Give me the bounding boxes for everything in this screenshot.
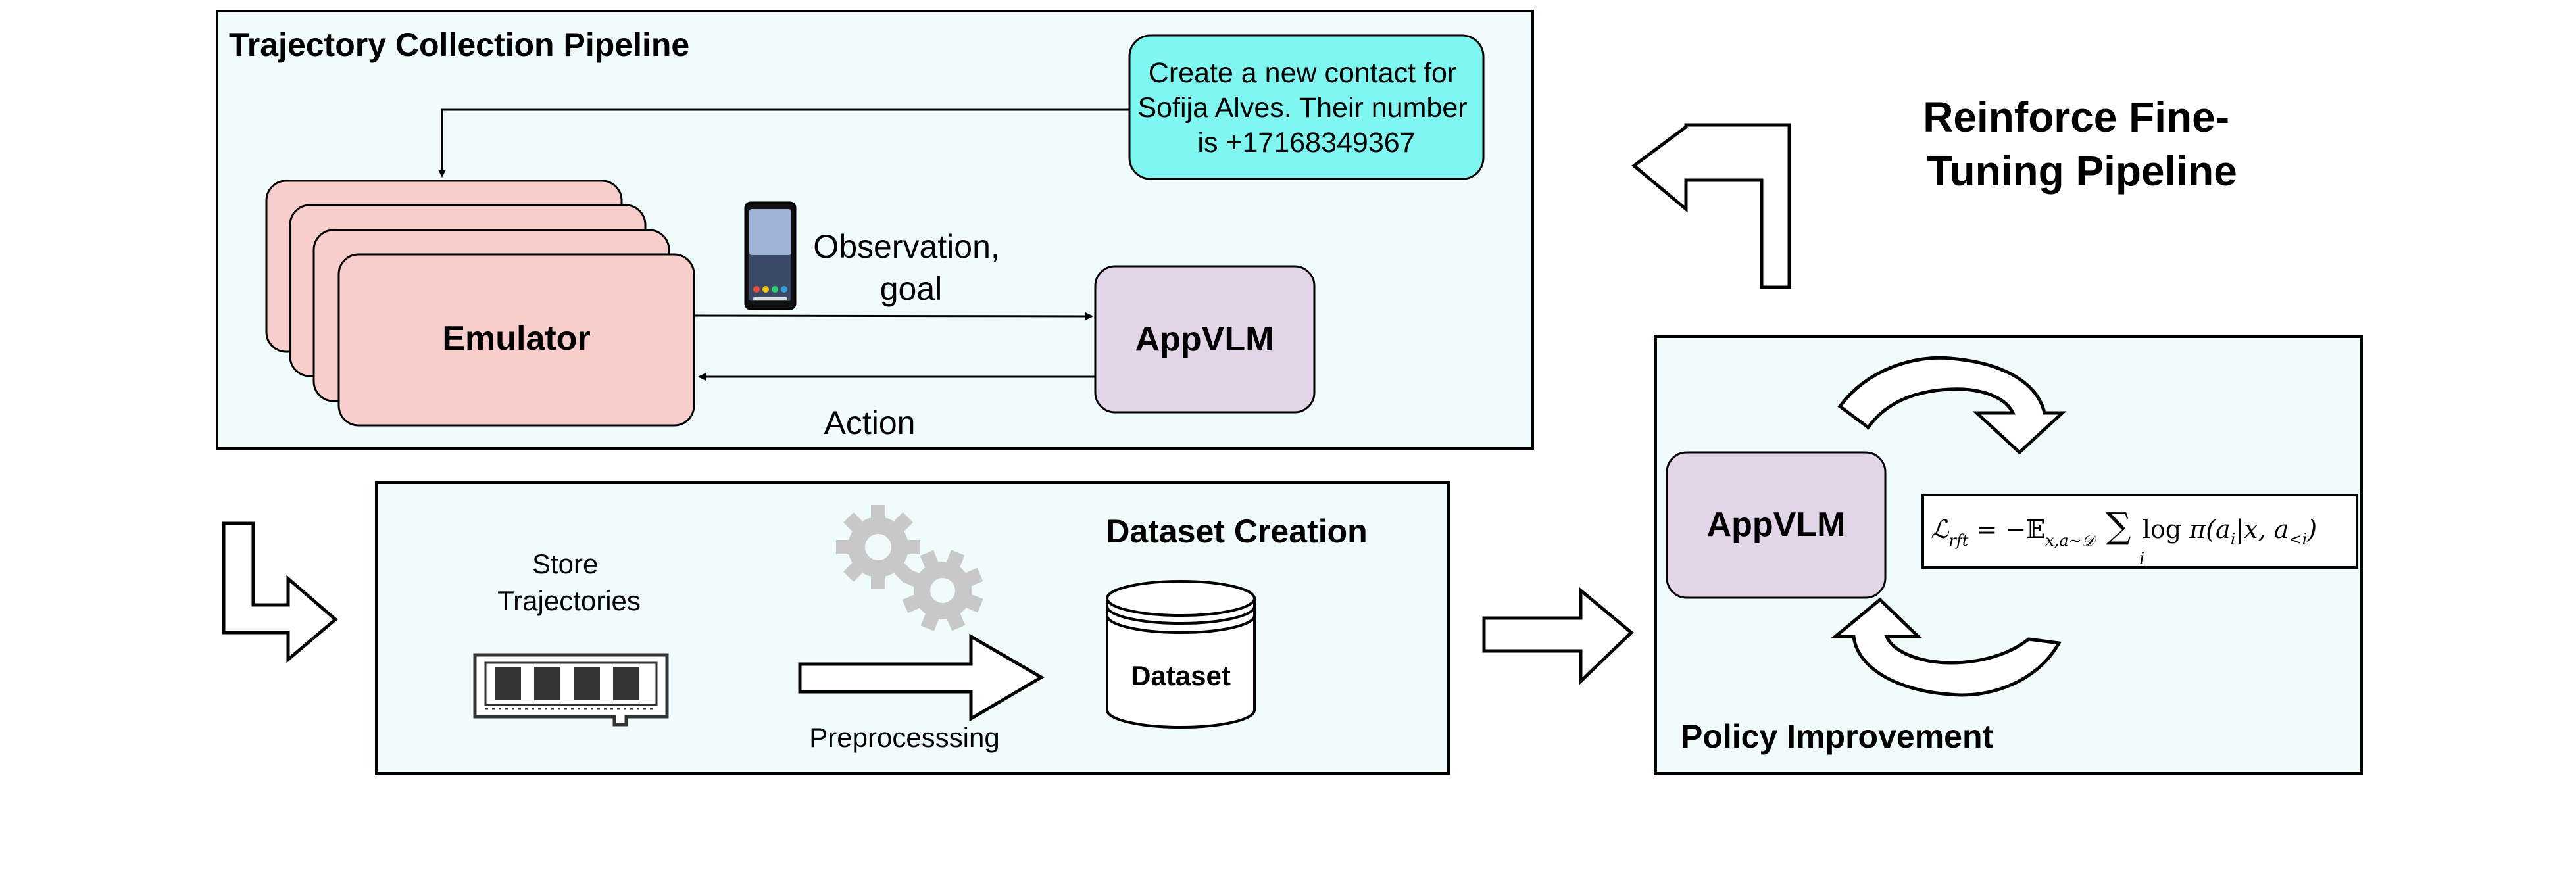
observation-label: Observation, goal (813, 228, 1008, 307)
dataset-creation-title: Dataset Creation (1106, 513, 1367, 550)
preprocessing-arrow-icon (798, 633, 1045, 722)
collection-to-dataset-arrow-icon (222, 521, 338, 663)
instruction-text: Create a new contact for Sofija Alves. T… (1137, 57, 1475, 158)
loss-formula-box (1921, 494, 2358, 569)
memory-chip-icon (473, 653, 669, 727)
emulator-stack (265, 180, 695, 427)
cycle-arrow-top (1837, 356, 2067, 455)
dataset-cylinder-icon (1106, 580, 1256, 729)
preprocessing-label: Preprocesssing (809, 722, 999, 753)
appvlm-box-policy (1666, 451, 1887, 599)
dataset-label: Dataset (1131, 660, 1231, 691)
cycle-arrow-bottom (1831, 597, 2062, 697)
trajectory-collection-title: Trajectory Collection Pipeline (229, 26, 689, 63)
emulator-label: Emulator (442, 320, 590, 358)
policy-improvement-title: Policy Improvement (1681, 718, 1993, 755)
appvlm-box-collection (1094, 265, 1316, 414)
loop-back-arrow-outline (1631, 123, 1791, 289)
action-label: Action (824, 404, 916, 441)
emulator-box (337, 253, 695, 427)
appvlm-label-collection: AppVLM (1135, 320, 1274, 358)
rft-pipeline-title: Reinforce Fine- Tuning Pipeline (1923, 93, 2241, 195)
loss-formula: ℒrft = −𝔼x,a∼𝒟 ∑ log π(ai|x, a<i) (1931, 505, 2317, 550)
dataset-to-policy-arrow-icon (1482, 587, 1634, 685)
appvlm-label-policy: AppVLM (1707, 506, 1846, 544)
store-trajectories-label: Store Trajectories (497, 548, 641, 616)
phone-icon (744, 201, 797, 310)
cycle-arrows-icon (1831, 356, 2067, 697)
loss-sum-index: i (2139, 549, 2144, 569)
instruction-box (1128, 34, 1485, 180)
dataset-creation-panel (375, 481, 1450, 775)
instruction-to-emulator-arrow (438, 108, 1129, 178)
gears-icon (836, 505, 983, 631)
